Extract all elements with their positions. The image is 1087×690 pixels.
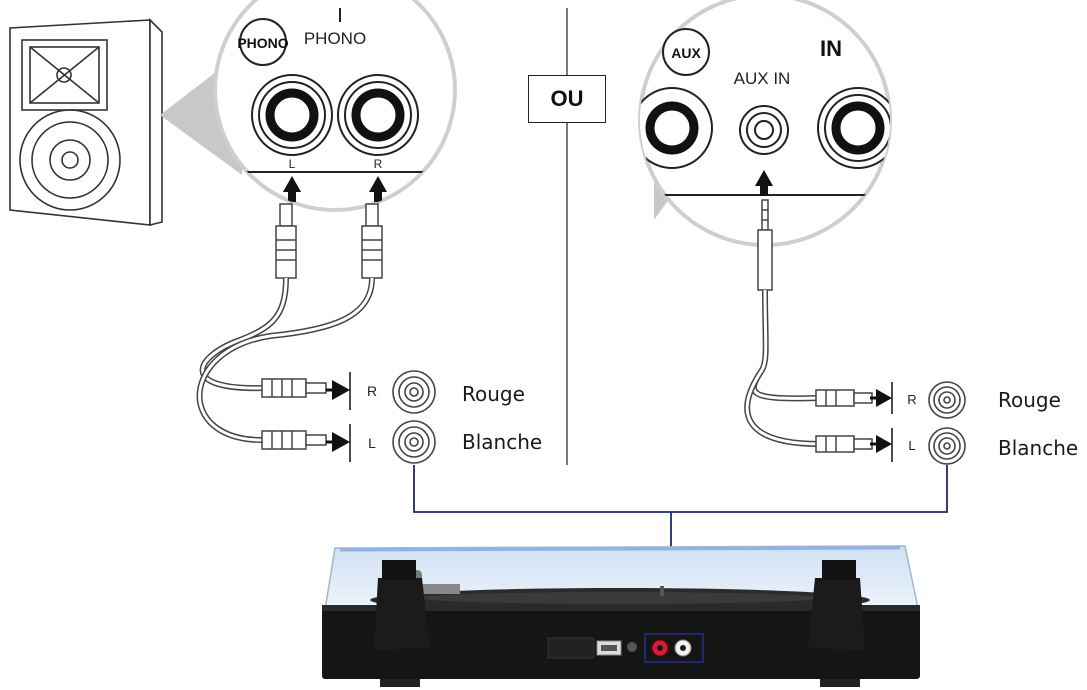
or-separator-label: OU [550, 86, 584, 111]
left-channel-r-label: R [367, 383, 377, 399]
phono-header-text: PHONO [304, 29, 366, 48]
aux-cable-right [744, 199, 873, 453]
left-label-red: Rouge [462, 382, 525, 406]
left-channel-arrows [326, 372, 351, 462]
turntable-illustration [322, 545, 920, 687]
phono-zoom-circle [213, 0, 457, 212]
aux-zoom-circle [638, 0, 892, 247]
left-label-white: Blanche [462, 430, 543, 454]
aux-header-text: AUX IN [734, 69, 791, 88]
right-label-white: Blanche [998, 436, 1079, 460]
right-output-jacks [928, 381, 966, 465]
or-separator-box: OU [528, 75, 606, 123]
right-channel-l-label: L [908, 438, 915, 453]
rca-cable-left [196, 203, 383, 450]
connector-line [413, 465, 948, 513]
aux-badge-text: AUX [671, 45, 701, 61]
right-channel-r-label: R [907, 392, 916, 407]
phono-badge-text: PHONO [237, 35, 288, 51]
right-label-red: Rouge [998, 388, 1061, 412]
speaker-illustration [9, 18, 163, 227]
right-channel-arrows [870, 382, 893, 462]
aux-partial-text: IN [820, 36, 842, 61]
left-channel-l-label: L [368, 435, 376, 451]
phono-jack-right-label: R [374, 157, 383, 171]
phono-jack-left-label: L [289, 157, 296, 171]
left-output-jacks [392, 370, 436, 464]
